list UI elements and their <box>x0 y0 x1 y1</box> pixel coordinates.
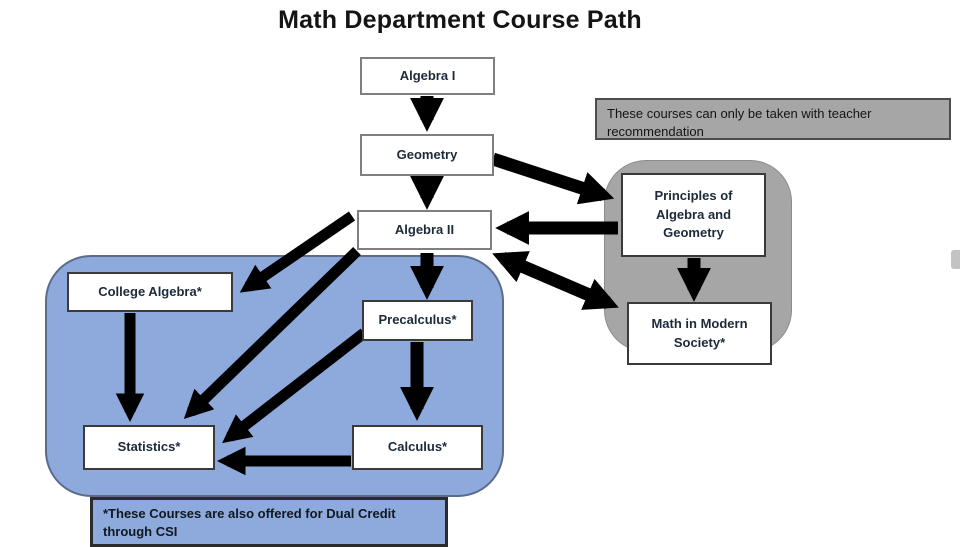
node-principles-of-algebra-and-geometry: Principles of Algebra and Geometry <box>621 173 766 257</box>
arrow-algebra2-math-modern-society-bidirectional <box>492 251 619 310</box>
node-college-algebra: College Algebra* <box>67 272 233 312</box>
node-calculus: Calculus* <box>352 425 483 470</box>
dual-credit-note: *These Courses are also offered for Dual… <box>90 497 448 547</box>
node-precalculus: Precalculus* <box>362 300 473 341</box>
teacher-recommendation-note: These courses can only be taken with tea… <box>595 98 951 140</box>
arrow-algebra2-to-statistics <box>183 247 361 419</box>
arrow-algebra2-to-college-algebra <box>239 211 356 293</box>
node-math-in-modern-society: Math in Modern Society* <box>627 302 772 365</box>
node-algebra-2: Algebra II <box>357 210 492 250</box>
arrow-precalculus-to-statistics <box>222 328 368 444</box>
arrow-geometry-to-principles <box>490 152 615 205</box>
diagram-title: Math Department Course Path <box>278 6 642 34</box>
node-geometry: Geometry <box>360 134 494 176</box>
node-algebra-1: Algebra I <box>360 57 495 95</box>
node-statistics: Statistics* <box>83 425 215 470</box>
scrollbar-thumb[interactable] <box>951 250 960 269</box>
